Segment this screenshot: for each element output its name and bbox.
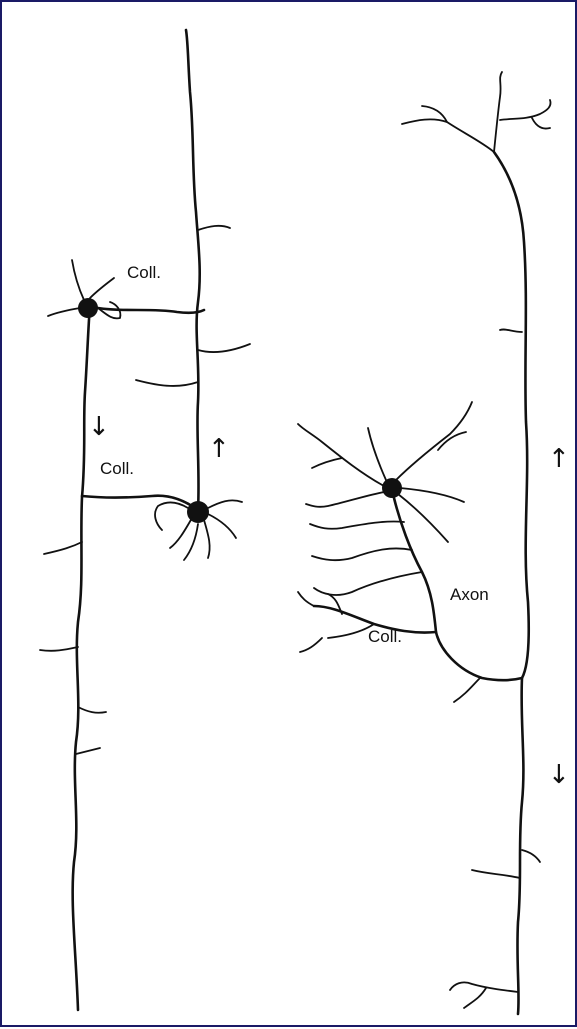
- dendrite: [314, 572, 422, 595]
- up-arrow-right: ↑: [548, 446, 570, 472]
- dendrite: [400, 488, 464, 502]
- dendrite: [298, 592, 314, 606]
- dendrite: [310, 521, 404, 528]
- central-axon-branch: [198, 344, 250, 352]
- dendrite: [328, 594, 342, 614]
- right-axon-branch: [402, 119, 494, 152]
- left-axon-branch: [40, 647, 78, 651]
- axon-label: Axon: [450, 586, 489, 603]
- right-axon-branch: [532, 118, 550, 129]
- dendrite: [312, 458, 342, 468]
- central-axon-branch: [136, 380, 198, 386]
- coll-label-top: Coll.: [127, 264, 161, 281]
- top-left-cell-body: [78, 298, 98, 318]
- dendrite: [170, 518, 192, 548]
- right-axon-branch: [494, 72, 502, 152]
- left-axon-branch: [76, 748, 100, 754]
- dendrite: [48, 308, 80, 316]
- junction-branch: [454, 678, 480, 702]
- dendrite: [208, 514, 236, 538]
- dendrite: [312, 548, 412, 560]
- coll-label-right: Coll.: [368, 628, 402, 645]
- central-axon-branch: [198, 226, 230, 230]
- right-axon-branch: [472, 870, 520, 878]
- dendrite: [72, 260, 84, 300]
- central-ascending-axon: [186, 30, 200, 510]
- right-vertical-axon: [494, 152, 529, 1014]
- right-axon-branch: [500, 100, 551, 120]
- middle-collateral: [82, 496, 198, 510]
- dendrite: [306, 492, 384, 507]
- up-arrow-center: ↑: [208, 436, 230, 462]
- right-axon-branch: [522, 850, 540, 862]
- dendrite: [90, 278, 114, 298]
- dendrite: [204, 520, 210, 558]
- right-axon-branch: [464, 988, 486, 1008]
- right-axon-branch: [500, 329, 522, 332]
- left-axon-branch: [44, 542, 82, 554]
- dendrite: [208, 500, 242, 508]
- dendrite: [300, 638, 322, 652]
- coll-label-middle: Coll.: [100, 460, 134, 477]
- dendrite: [396, 402, 472, 480]
- top-collateral: [98, 308, 204, 313]
- dendrite: [155, 502, 188, 530]
- dendrite: [368, 428, 386, 480]
- dendrite: [298, 424, 384, 486]
- down-arrow-left: ↓: [88, 414, 110, 440]
- down-arrow-right: ↓: [548, 762, 570, 788]
- left-descending-axon: [73, 304, 90, 1010]
- left-axon-branch: [78, 707, 106, 713]
